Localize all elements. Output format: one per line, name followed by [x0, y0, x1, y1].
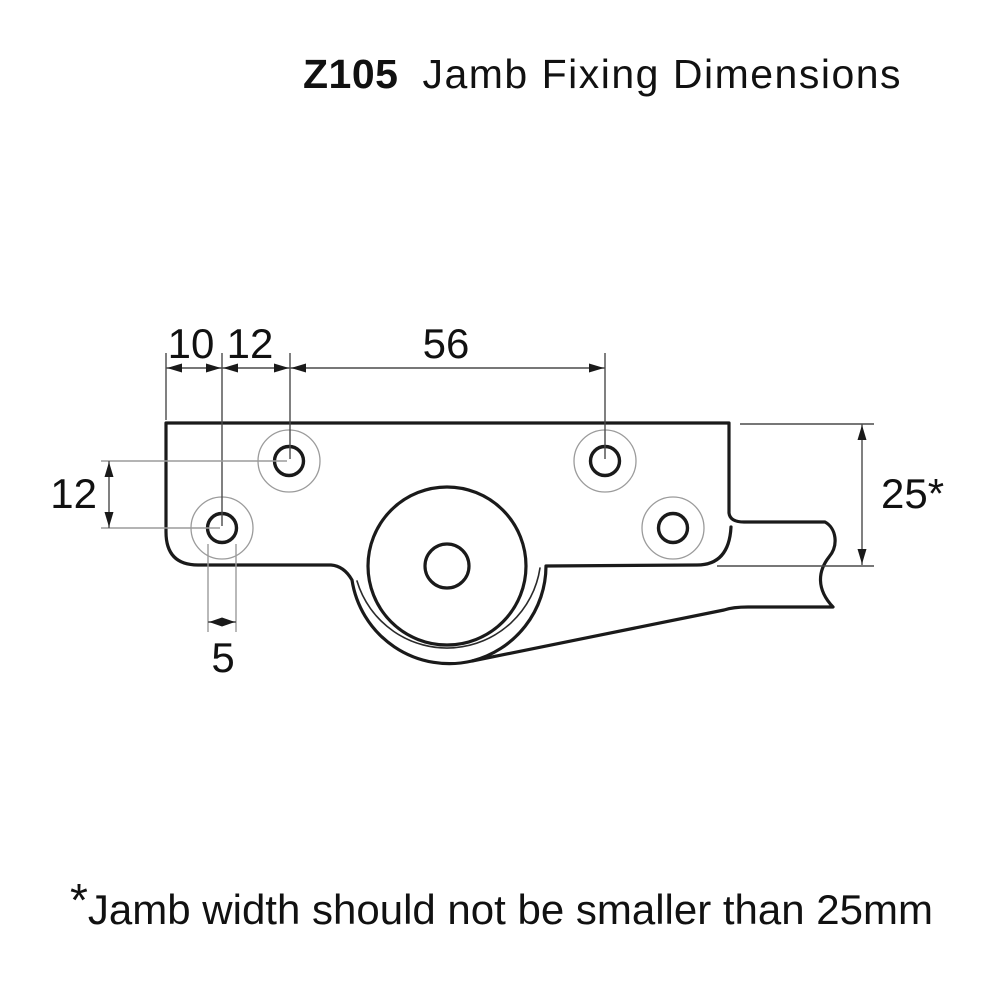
metal-thickness-line [356, 567, 541, 649]
title-heading: Jamb Fixing Dimensions [422, 51, 902, 97]
dimension-top-row: 10 12 56 [165, 320, 606, 526]
bracket-drawing [164, 421, 837, 666]
roller-center-hole [423, 542, 471, 590]
footnote: *Jamb width should not be smaller than 2… [70, 874, 933, 933]
plate-outline [164, 421, 837, 666]
arrowhead-down-icon [104, 512, 114, 527]
dim-label-56: 56 [423, 320, 470, 367]
arrowhead-down-icon [857, 549, 867, 564]
arrowhead-left-icon [291, 363, 306, 373]
arrowhead-up-icon [857, 425, 867, 440]
countersink-bottom-right [641, 496, 705, 560]
arrowhead-right-icon [222, 617, 235, 627]
arrowhead-right-icon [589, 363, 604, 373]
plate-back-edge [470, 525, 733, 663]
arrowhead-right-icon [206, 363, 221, 373]
dimension-jamb-width: 25* [717, 423, 944, 567]
arrowhead-up-icon [104, 462, 114, 477]
footnote-asterisk: * [70, 874, 88, 926]
arrowhead-left-icon [209, 617, 222, 627]
dim-label-5: 5 [211, 634, 234, 681]
dim-label-10: 10 [168, 320, 215, 367]
dimension-left-vertical: 12 [50, 460, 287, 529]
roller-outer-circle [366, 485, 528, 647]
screw-hole-bottom-right [656, 511, 690, 545]
page-title: Z105 Jamb Fixing Dimensions [303, 51, 902, 97]
title-model-code: Z105 [303, 51, 398, 97]
arrowhead-left-icon [223, 363, 238, 373]
footnote-text: Jamb width should not be smaller than 25… [88, 886, 933, 933]
arrowhead-left-icon [167, 363, 182, 373]
dim-label-12-vertical: 12 [50, 470, 97, 517]
dimension-hole-diameter: 5 [207, 544, 237, 681]
dim-label-25: 25* [881, 470, 944, 517]
arrowhead-right-icon [274, 363, 289, 373]
dim-label-12-horizontal: 12 [227, 320, 274, 367]
